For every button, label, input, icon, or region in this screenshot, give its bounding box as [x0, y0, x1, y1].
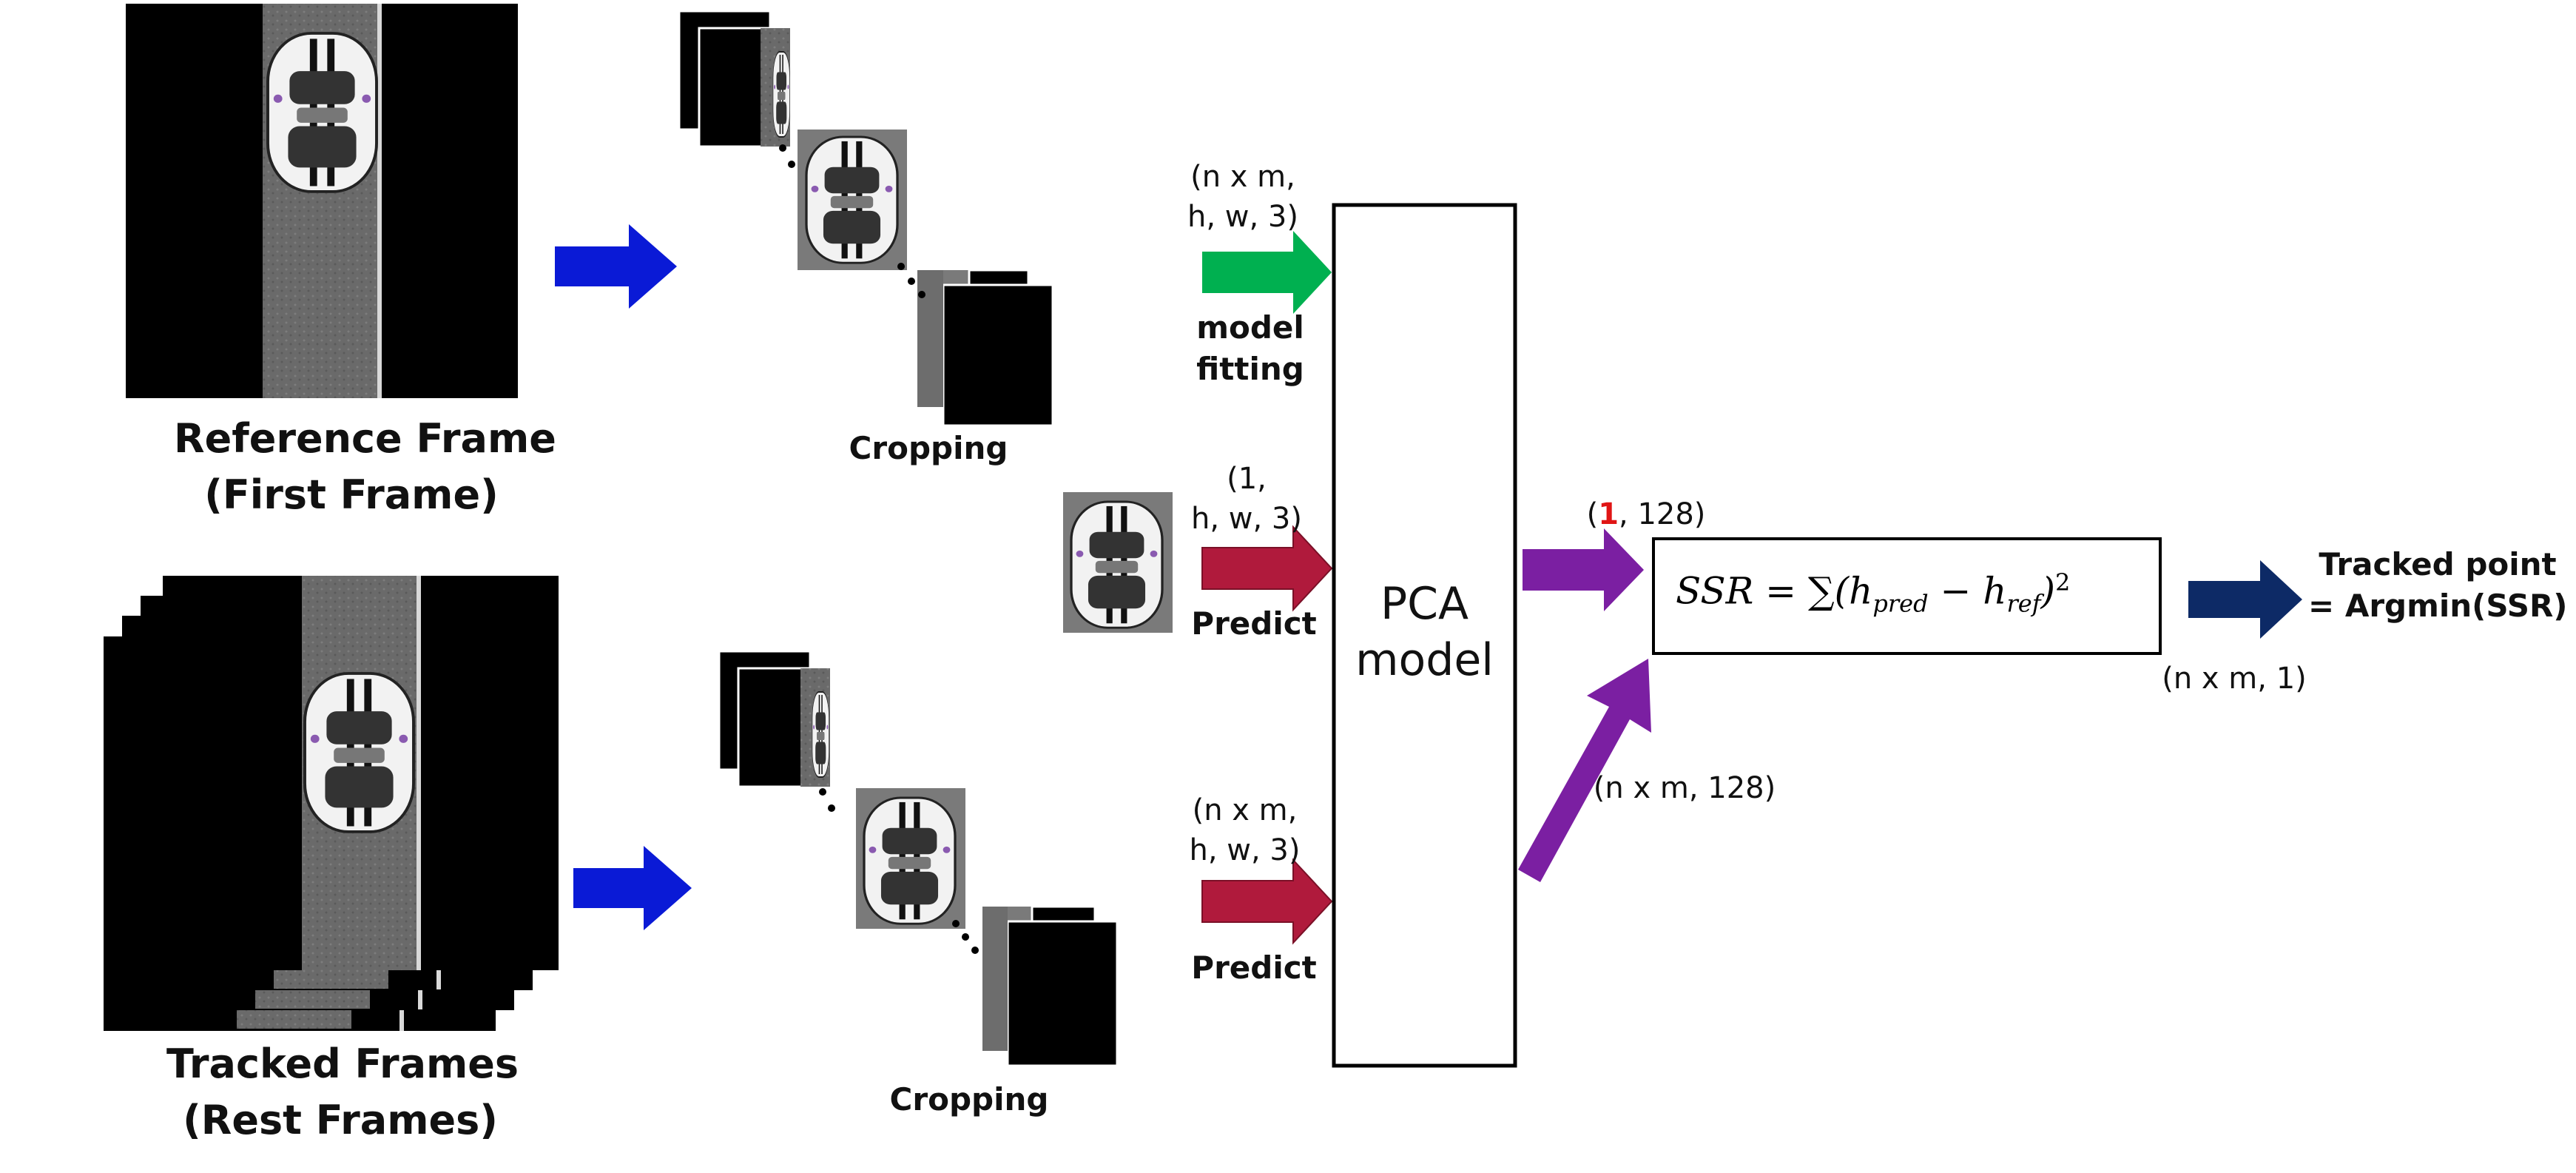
reference-title-line1: Reference Frame: [174, 411, 529, 467]
pca-output-tracked-dims: (n x m, 128): [1592, 768, 1777, 808]
result-line1: Tracked point: [2308, 544, 2567, 585]
predict-tracked-dims-line2: h, w, 3): [1165, 830, 1324, 870]
reference-frame-title: Reference Frame (First Frame): [174, 411, 529, 523]
ssr-dims: (n x m, 1): [2145, 659, 2323, 699]
cropping-label-bottom: Cropping: [873, 1079, 1065, 1120]
fit-dims-line1: (n x m,: [1169, 157, 1317, 197]
ssr-pred-sub: pred: [1872, 590, 1928, 618]
pca-output-reference-dims: (1, 128): [1572, 494, 1720, 534]
predict-reference-label: Predict: [1180, 603, 1328, 645]
result-line2: = Argmin(SSR): [2308, 585, 2567, 627]
fit-dims-line2: h, w, 3): [1169, 197, 1317, 237]
predict-arrow-tracked: [1202, 860, 1332, 943]
predict-tracked-dims: (n x m, h, w, 3): [1165, 790, 1324, 870]
model-fitting-arrow: [1202, 231, 1332, 314]
pca-output-arrow-reference: [1523, 528, 1644, 611]
predict-reference-dims: (1, h, w, 3): [1173, 459, 1321, 539]
pca-line2: model: [1334, 632, 1515, 688]
reference-frame-image: [126, 4, 518, 398]
model-fitting-label: model fitting: [1176, 307, 1324, 390]
model-fitting-line2: fitting: [1176, 349, 1324, 390]
pca-model-label: PCA model: [1334, 576, 1515, 688]
ssr-formula-left: SSR = ∑(: [1676, 570, 1849, 613]
ssr-h-pred: h: [1849, 570, 1872, 613]
tracked-frames-title: Tracked Frames (Rest Frames): [166, 1036, 514, 1149]
tracked-title-line1: Tracked Frames: [166, 1036, 514, 1092]
cropped-patches-bottom: [719, 651, 1117, 1066]
reference-crop-patch: [1063, 492, 1173, 633]
ssr-exponent: 2: [2055, 568, 2070, 596]
model-fitting-line1: model: [1176, 307, 1324, 349]
pca-out-ref-prefix: (: [1587, 497, 1599, 531]
cropped-patches-top: [679, 11, 1053, 426]
fit-dims: (n x m, h, w, 3): [1169, 157, 1317, 237]
ssr-h-ref: h: [1983, 570, 2006, 613]
crop-arrow-bottom: [573, 846, 692, 930]
tracked-title-line2: (Rest Frames): [166, 1092, 514, 1149]
ssr-ref-sub: ref: [2006, 590, 2040, 618]
tracked-frames-stack: [104, 576, 559, 1031]
predict-tracked-dims-line1: (n x m,: [1165, 790, 1324, 830]
predict-tracked-label: Predict: [1180, 947, 1328, 989]
pca-line1: PCA: [1334, 576, 1515, 632]
reference-title-line2: (First Frame): [174, 467, 529, 523]
crop-arrow-top: [555, 224, 677, 309]
pca-out-ref-highlight: 1: [1598, 497, 1619, 531]
pca-out-ref-suffix: , 128): [1619, 497, 1705, 531]
ssr-close: ): [2041, 570, 2056, 613]
predict-arrow-reference: [1202, 527, 1332, 610]
cropping-label-top: Cropping: [832, 428, 1025, 469]
predict-reference-dims-line2: h, w, 3): [1173, 499, 1321, 539]
result-arrow: [2188, 560, 2302, 639]
tracked-point-result: Tracked point = Argmin(SSR): [2308, 544, 2567, 627]
predict-reference-dims-line1: (1,: [1173, 459, 1321, 499]
ssr-formula: SSR = ∑(hpred − href)2: [1676, 568, 2149, 618]
ssr-minus: −: [1929, 570, 1983, 613]
